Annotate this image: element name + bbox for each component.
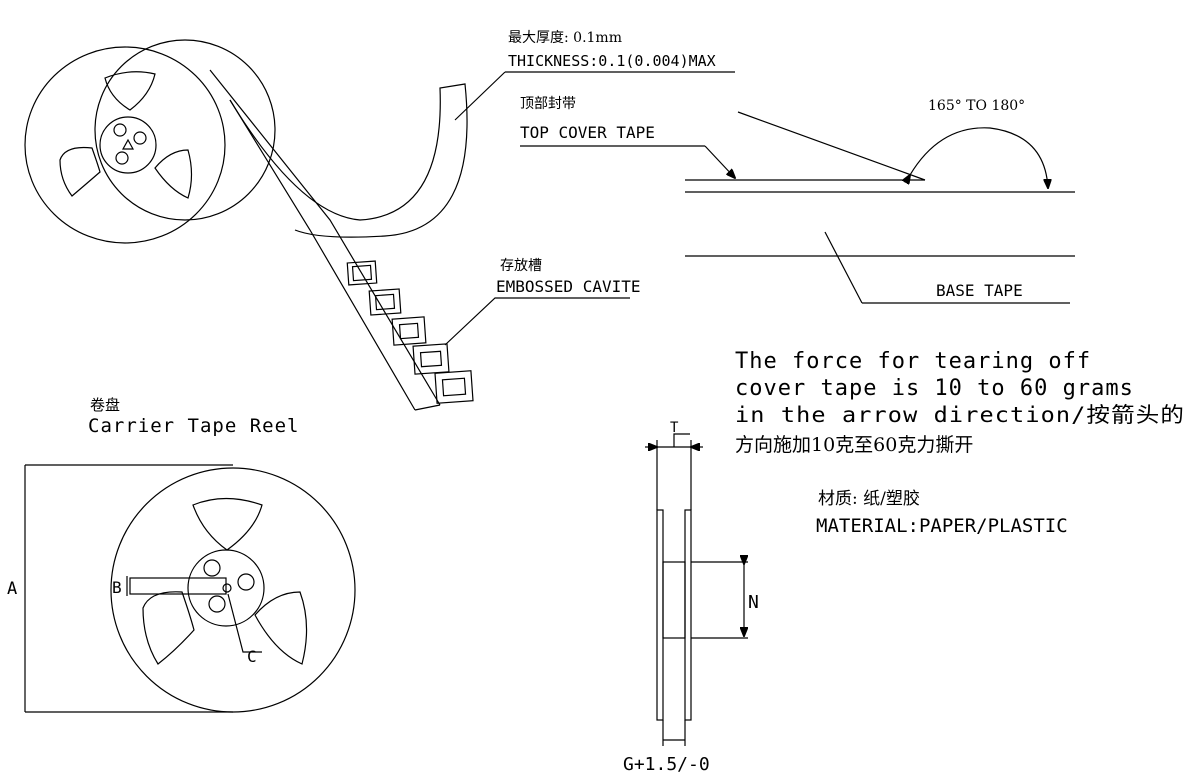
base-tape-label: BASE TAPE bbox=[936, 281, 1023, 300]
reel-isometric bbox=[24, 39, 735, 411]
top-cover-en: TOP COVER TAPE bbox=[520, 123, 655, 142]
dim-b-label: B bbox=[112, 578, 122, 597]
cover-tape-curl bbox=[229, 83, 468, 238]
tape-edge bbox=[229, 99, 416, 411]
top-cover-leader bbox=[704, 145, 735, 178]
dim-t-label: T bbox=[670, 420, 679, 436]
force-line-1: The force for tearing off bbox=[735, 349, 1091, 374]
dim-t-leader bbox=[673, 433, 690, 447]
flange-right bbox=[684, 509, 692, 721]
reel-window bbox=[142, 591, 195, 665]
reel-window bbox=[192, 497, 263, 551]
thickness-en: THICKNESS:0.1(0.004)MAX bbox=[508, 52, 716, 70]
dim-c-label: C bbox=[247, 647, 257, 666]
hub-center bbox=[222, 583, 232, 593]
dim-c-leader bbox=[227, 593, 262, 653]
dim-a-label: A bbox=[7, 579, 17, 599]
top-cover-cn: 顶部封带 bbox=[520, 96, 576, 112]
dim-g-label: G+1.5/-0 bbox=[623, 754, 710, 775]
hub-side bbox=[662, 561, 686, 639]
thickness-cn: 最大厚度: 0.1mm bbox=[508, 30, 622, 46]
reel-window bbox=[104, 71, 156, 111]
tape-edge bbox=[209, 69, 441, 406]
force-line-2: cover tape is 10 to 60 grams bbox=[735, 376, 1134, 401]
reel-outer bbox=[110, 467, 356, 713]
dim-n-label: N bbox=[748, 592, 759, 613]
force-line-3: in the arrow direction/按箭头的 bbox=[735, 403, 1185, 427]
material-cn: 材质: 纸/塑胶 bbox=[818, 489, 920, 509]
reel-window bbox=[59, 146, 101, 197]
reel-hub bbox=[99, 116, 157, 174]
tape-end bbox=[414, 404, 441, 411]
angle-arc bbox=[910, 127, 1048, 188]
reel-en: Carrier Tape Reel bbox=[88, 415, 299, 437]
reel-window bbox=[254, 591, 308, 665]
hub-center bbox=[121, 138, 135, 150]
angle-label: 165° TO 180° bbox=[928, 98, 1025, 114]
hub-hole bbox=[133, 131, 147, 145]
reel-front-view bbox=[24, 464, 356, 713]
cavity-cn: 存放槽 bbox=[500, 258, 542, 274]
hub-hole bbox=[113, 123, 127, 137]
reel-side-view bbox=[645, 433, 748, 746]
material-en: MATERIAL:PAPER/PLASTIC bbox=[816, 515, 1068, 537]
reel-cn: 卷盘 bbox=[90, 396, 120, 414]
reel-front-flange bbox=[24, 46, 226, 244]
cavity-en: EMBOSSED CAVITE bbox=[496, 277, 641, 296]
peel-diagram bbox=[520, 111, 1075, 304]
hub-hole bbox=[237, 573, 255, 591]
peeled-tape bbox=[737, 111, 926, 181]
reel-window bbox=[154, 149, 193, 199]
flange-left bbox=[656, 509, 664, 721]
base-tape-leader bbox=[824, 231, 863, 304]
hub-hole bbox=[203, 559, 221, 577]
reel-back-flange bbox=[94, 39, 276, 221]
tape-pockets bbox=[346, 260, 474, 404]
hub-hole bbox=[115, 151, 129, 165]
thickness-leader bbox=[454, 71, 506, 121]
force-line-4: 方向施加10克至60克力撕开 bbox=[735, 434, 973, 456]
dim-b-box bbox=[129, 577, 227, 595]
hub-hole bbox=[208, 595, 226, 613]
cavity-leader bbox=[444, 297, 630, 346]
